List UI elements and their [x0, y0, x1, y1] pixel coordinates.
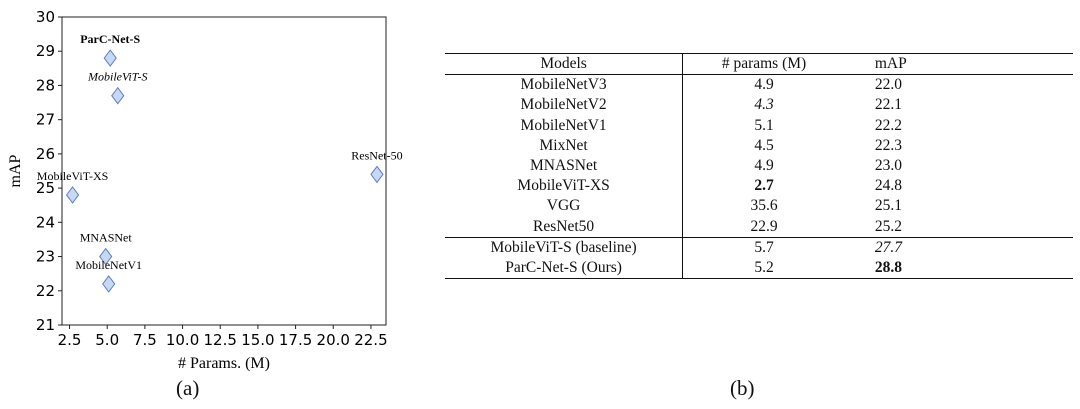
data-point-label: MNASNet: [80, 231, 133, 245]
y-tick-label: 23: [36, 248, 55, 266]
cell-map: 27.7: [874, 238, 902, 256]
cell-params: 4.9: [754, 157, 774, 175]
cell-model: MobileNetV3: [445, 74, 684, 96]
table-row: MobileViT-S (baseline) 5.7 27.7: [445, 237, 1073, 258]
cell-params: 4.3: [754, 96, 774, 114]
y-axis-label: mAP: [7, 154, 24, 187]
data-point-label: MobileViT-S: [87, 70, 148, 84]
data-point-marker: [103, 49, 117, 67]
y-tick-label: 21: [36, 316, 55, 334]
x-tick-label: 2.5: [58, 331, 82, 349]
x-tick-label: 20.0: [317, 331, 350, 349]
cell-model: ParC-Net-S (Ours): [445, 257, 684, 279]
x-tick-label: 22.5: [354, 331, 387, 349]
cell-params: 4.5: [754, 136, 774, 154]
cell-params: 5.7: [754, 238, 774, 256]
cell-params: 5.1: [754, 116, 774, 134]
x-tick-label: 7.5: [133, 331, 157, 349]
table-row: VGG 35.6 25.1: [445, 196, 1073, 217]
data-points: ParC-Net-S MobileViT-S ResNet-50MobileViT-…: [37, 32, 403, 293]
table-header-row: Models # params (M) mAP: [445, 53, 1073, 75]
table-row: MobileNetV2 4.3 22.1: [445, 95, 1073, 116]
header-params: # params (M): [721, 55, 807, 73]
header-map: mAP: [874, 55, 907, 73]
table-row: MNASNet 4.9 23.0: [445, 155, 1073, 177]
data-point-marker: [370, 165, 384, 184]
cell-model: MobileViT-XS: [445, 176, 684, 197]
y-tick-label: 29: [36, 42, 55, 60]
cell-params: 4.9: [754, 76, 774, 94]
panel-b-label: (b): [730, 376, 755, 400]
cell-map: 28.8: [874, 258, 902, 276]
cell-map: 23.0: [874, 157, 902, 175]
cell-model: MobileViT-S (baseline): [445, 237, 684, 258]
y-tick-label: 25: [36, 179, 55, 197]
x-tick-label: 17.5: [279, 331, 312, 349]
y-tick-label: 27: [36, 111, 55, 129]
data-point-marker: [65, 186, 80, 204]
cell-params: 35.6: [750, 197, 778, 215]
cell-params: 22.9: [750, 217, 778, 235]
data-point-marker: [102, 275, 116, 293]
cell-model: MixNet: [445, 135, 684, 156]
x-tick-label: 5.0: [95, 331, 119, 349]
cell-model: MobileNetV2: [445, 95, 684, 116]
y-ticks: 21 22 23 24 25 26 27 28 29 30: [36, 8, 62, 334]
cell-params: 5.2: [754, 258, 774, 276]
y-tick-label: 28: [36, 76, 55, 94]
cell-map: 24.8: [874, 177, 902, 195]
cell-map: 22.0: [874, 76, 902, 94]
y-tick-label: 24: [36, 213, 55, 231]
cell-map: 22.3: [874, 136, 902, 154]
results-table: Models # params (M) mAP MobileNetV3 4.9 22…: [445, 53, 1073, 279]
cell-map: 25.2: [874, 217, 902, 235]
x-tick-label: 12.5: [204, 331, 237, 349]
y-tick-label: 30: [36, 8, 55, 26]
x-tick-label: 10.0: [166, 331, 199, 349]
table-row: MobileNetV1 5.1 22.2: [445, 115, 1073, 136]
cell-model: MNASNet: [445, 155, 684, 177]
panel-a-label: (a): [176, 376, 200, 400]
cell-map: 22.1: [874, 96, 902, 114]
table-row: MobileNetV3 4.9 22.0: [445, 74, 1073, 96]
y-tick-label: 26: [36, 145, 55, 163]
cell-map: 22.2: [874, 116, 902, 134]
x-axis-label: # Params. (M): [178, 355, 270, 372]
table-row: ParC-Net-S (Ours) 5.2 28.8: [445, 257, 1073, 279]
data-point-label: MobileNetV1: [75, 258, 142, 272]
plot-frame: [61, 16, 387, 326]
data-point-label: MobileViT-XS: [37, 169, 109, 183]
header-models: Models: [445, 53, 684, 75]
data-point-marker: [111, 86, 125, 105]
data-point-label: ParC-Net-S: [80, 32, 140, 46]
cell-model: MobileNetV1: [445, 115, 684, 136]
cell-map: 25.1: [874, 197, 902, 215]
cell-model: ResNet50: [445, 216, 684, 238]
table-row: MixNet 4.5 22.3: [445, 135, 1073, 156]
y-tick-label: 22: [36, 282, 55, 300]
table-row: ResNet50 22.9 25.2: [445, 216, 1073, 238]
x-tick-label: 15.0: [241, 331, 274, 349]
data-point-marker: [99, 247, 113, 266]
cell-model: VGG: [445, 196, 684, 217]
table-row: MobileViT-XS 2.7 24.8: [445, 176, 1073, 197]
data-point-label: ResNet-50: [351, 148, 402, 162]
cell-params: 2.7: [754, 177, 774, 195]
